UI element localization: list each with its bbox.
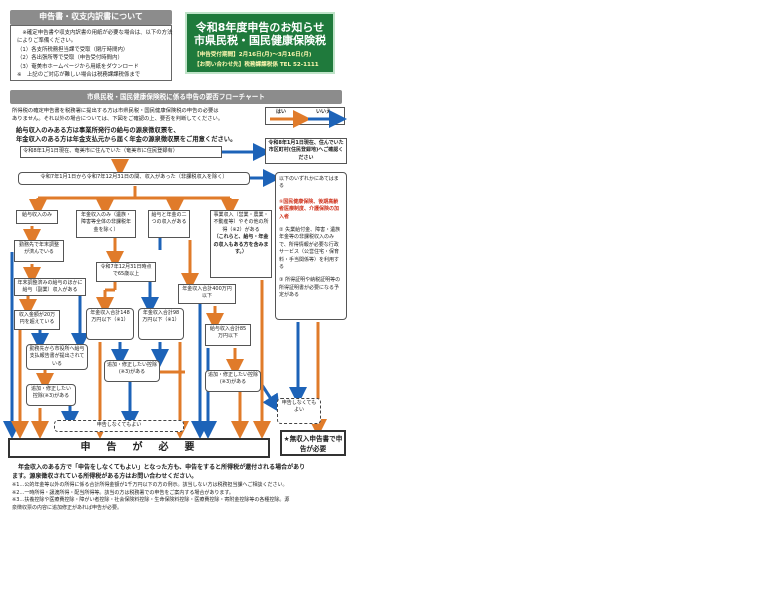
notice-line: によりご準備ください。 (17, 38, 77, 45)
footnote: ※2…一時所得・譲渡所得・配当所得等。該当の方は税務署での申告をご案内する場合が… (12, 489, 234, 496)
pension-under-400: 年金収入合計400万円以下 (178, 284, 236, 304)
branch-business-income: 事業収入（営業・農業・不動産等）やその他の所得（※2）がある （これらと、給与・… (210, 210, 272, 278)
reception-period: 【申告受付期間】2月16日(月)～3月16日(月) (194, 52, 312, 58)
footer-bold-line: 年金収入のある方で「申告をしなくてもよい」となった方も、申告をすると所得税が還付… (12, 464, 306, 471)
pension-under-98: 年金収入合計98万円以下（※1） (138, 308, 184, 340)
branch-pension-only: 年金収入のみ（遺族・障害等全体の非課税年金を除く） (76, 210, 136, 238)
notice-line: ※ 上記のご対応が難しい場合は税務課課税係まで (17, 72, 141, 79)
branch-business-text: 事業収入（営業・農業・不動産等）やその他の所得（※2）がある (213, 212, 269, 233)
bold-intro-line: 年金収入のある方は年金支払元から届く年金の源泉徴収票をご用意ください。 (16, 136, 237, 143)
add-deduction-combo: 追加・修正したい控除(※3)がある (205, 370, 261, 392)
footnote: ※1…公的年金等以外の所得に係る合計所得金額が1千万円以下の方の例示。該当しない… (12, 482, 288, 488)
salary-report-submitted: 勤務先から市役所へ給与支払報告書が提出されている (26, 344, 88, 370)
branch-business-note: （これらと、給与・年金の収入もある方を含みます。） (213, 234, 269, 256)
branch-salary-only: 給与収入のみ (16, 210, 58, 224)
notice-header: 申告書・収支内訳書について (10, 10, 172, 25)
page-title: 令和8年度申告のお知らせ (195, 21, 325, 34)
q2-no-item-1: ①国民健康保険、後期高齢者医療制度、介護保険の加入者 (279, 198, 340, 220)
q2-no-title: 以下のいずれかにあてはまる (279, 176, 339, 190)
no-income-filing-box: ★無収入申告書で申告が必要 (280, 430, 346, 456)
footnote: ※3…扶養控除や医療費控除・障がい者控除・社会保険料控除・生命保険料控除・医療費… (12, 497, 290, 504)
salary-under-85: 給与収入合計85万円以下 (205, 324, 251, 346)
intro-text: 所得税の確定申告書を税務署に提出する方は市県民税・国民健康保険税の申告の必要は … (12, 107, 274, 123)
flowchart-header: 市県民税・国民健康保険税に係る申告の要否フローチャート (10, 90, 342, 104)
bold-intro-line: 給与収入のみある方は事業所発行の給与の源泉徴収票を、 (16, 127, 180, 134)
footnote: 泉徴収票の内容に追加修正があれば申告が必要。 (12, 504, 123, 511)
branch-salary-pension: 給与と年金の二つの収入がある (148, 210, 190, 238)
footer-bold: 年金収入のある方で「申告をしなくてもよい」となった方も、申告をすると所得税が還付… (12, 464, 352, 481)
not-needed-right: 申告しなくてもよい (277, 398, 321, 424)
page-subtitle: 市県民税・国民健康保険税 (194, 34, 326, 47)
q2-no-item-2: ② 失業給付金、障害・遺族年金等の非課税収入のみで、所得情報が必要な行政サービス… (279, 227, 341, 271)
year-end-adjusted: 勤務先で年末調整が済んでいる (14, 240, 64, 262)
legend-no-label: いいえ (316, 109, 332, 115)
footnotes: ※1…公的年金等以外の所得に係る合計所得金額が1千万円以下の方の例示。該当しない… (12, 482, 352, 512)
q1-node: 令和8年1月1日現在、奄美市に住んでいた（奄美市に住民登録有） (20, 146, 222, 158)
notice-line: （1）各支所税務担当課で受取（閉庁時間内） (17, 46, 129, 53)
intro-line: 所得税の確定申告書を税務署に提出する方は市県民税・国民健康保険税の申告の必要は (12, 108, 219, 114)
must-file-box: 申 告 が 必 要 (8, 438, 270, 458)
q2-node: 令和7年1月1日から令和7年12月31日の間、収入があった（非課税収入を除く） (18, 172, 250, 185)
add-deduction-salary: 追加・修正したい控除(※3)がある (26, 384, 76, 406)
footer-bold-line: ます。源泉徴収されている所得税がある方はお問い合わせください。 (12, 472, 198, 480)
notice-line: （2）各出張所等で受取（申告受付時間内） (17, 55, 123, 62)
side-job-salary: 年末調整済みの給与のほかに給与（副業）収入がある (14, 278, 86, 296)
not-needed-bottom: 申告しなくてもよい (54, 420, 184, 432)
pension-under-148: 年金収入合計148万円以下（※1） (86, 308, 134, 340)
over-65: 令和7年12月31日時点で65歳以上 (96, 262, 156, 282)
notice-box: ※確定申告書や収支内訳書の用紙が必要な場合は、以下の方法 によりご準備ください。… (10, 25, 172, 81)
contact-info: 【お問い合わせ先】税務課課税係 TEL 52-1111 (194, 62, 319, 68)
income-over-200k: 収入金額が20万円を超えている (14, 310, 60, 330)
title-box: 令和8年度申告のお知らせ 市県民税・国民健康保険税 【申告受付期間】2月16日(… (185, 12, 335, 74)
legend-yes-label: はい (276, 109, 287, 115)
notice-line: ※確定申告書や収支内訳書の用紙が必要な場合は、以下の方法 (17, 30, 173, 36)
notice-line: （3）奄美市ホームページから用紙をダウンロード (17, 63, 139, 70)
q2-no-box: 以下のいずれかにあてはまる ①国民健康保険、後期高齢者医療制度、介護保険の加入者… (275, 172, 347, 320)
add-deduction-pension: 追加・修正したい控除(※3)がある (104, 360, 160, 382)
intro-line: ありません。それ以外の場合については、下図をご確認の上、要否を判断してください。 (12, 116, 224, 122)
q1-no-node: 令和8年1月1日現在、住んでいた市区町村(住民登録地)へご確認ください (265, 138, 347, 164)
bold-intro: 給与収入のみある方は事業所発行の給与の源泉徴収票を、 年金収入のある方は年金支払… (16, 126, 346, 144)
q2-no-item-3: ③ 所得証明や納税証明等の所得証明書が必要になる予定がある (279, 277, 341, 299)
